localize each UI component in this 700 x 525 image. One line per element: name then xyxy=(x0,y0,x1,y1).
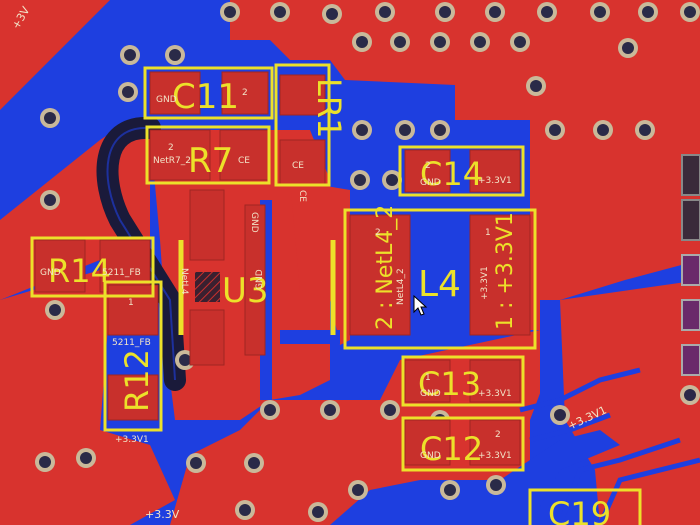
via-hole xyxy=(549,124,561,136)
r12-pad1-net: 5211_FB xyxy=(112,338,151,348)
l4-left-small: NetL4_2 xyxy=(396,268,406,305)
dark-trace-edge xyxy=(106,126,176,381)
via-hole xyxy=(122,86,134,98)
blue-traces xyxy=(519,367,700,525)
via-hole xyxy=(490,479,502,491)
lr1-net-vertical: CE xyxy=(297,190,307,202)
c13-pad-num: 1 xyxy=(425,373,431,383)
lr1-net: CE xyxy=(292,161,304,171)
via-hole xyxy=(248,457,260,469)
edge-pads xyxy=(681,154,700,376)
via-hole xyxy=(190,457,202,469)
via-hole xyxy=(44,194,56,206)
silkscreen-outlines xyxy=(30,63,642,525)
via-hole xyxy=(399,124,411,136)
l4-ref: L4 xyxy=(418,264,461,305)
via-hole xyxy=(356,36,368,48)
l4-right-small: +3.3V1 xyxy=(480,266,490,300)
u3-pin1-hatched-pad xyxy=(195,272,220,302)
c12-pad-num: 2 xyxy=(495,430,501,440)
via-hole xyxy=(541,6,553,18)
via-hole xyxy=(444,484,456,496)
via-hole xyxy=(39,456,51,468)
c14-pad2-net: +3.3V1 xyxy=(478,176,512,186)
via-hole xyxy=(597,124,609,136)
r14-pad1-net: GND xyxy=(40,268,61,278)
via-hole xyxy=(239,504,251,516)
l4-pad-num-left: 2 xyxy=(375,228,381,238)
via-hole xyxy=(394,36,406,48)
via-hole xyxy=(264,404,276,416)
lr1-ref: LR1 xyxy=(310,78,348,138)
c12-ref: C12 xyxy=(420,430,483,468)
c14-ref: C14 xyxy=(420,155,483,193)
r7-pad-num: 2 xyxy=(168,143,174,153)
via-hole xyxy=(434,36,446,48)
via-hole xyxy=(49,304,61,316)
via-hole xyxy=(44,112,56,124)
component-pads xyxy=(34,71,531,466)
c19-ref: C19 xyxy=(548,495,611,525)
l4-left-label: 2 : NetL4_2 xyxy=(373,205,398,330)
via-hole xyxy=(312,506,324,518)
via-hole xyxy=(474,36,486,48)
via-hole xyxy=(514,36,526,48)
c11-pad1-net: GND xyxy=(156,95,177,105)
c14-pad1-net: GND xyxy=(420,178,441,188)
l4-pad-num-right: 1 xyxy=(485,228,491,238)
via-hole xyxy=(554,409,566,421)
via-hole xyxy=(326,8,338,20)
u3-pin-c: GND xyxy=(255,269,265,290)
via-hole xyxy=(642,6,654,18)
r12-ref: R12 xyxy=(118,349,156,412)
l4-right-label: 1 : +3.3V1 xyxy=(493,212,518,330)
via-hole xyxy=(179,354,191,366)
c14-pad-num: 2 xyxy=(425,161,431,171)
via-hole xyxy=(439,6,451,18)
mouse-cursor-icon xyxy=(413,294,428,316)
via-hole xyxy=(379,6,391,18)
c13-pad2-net: +3.3V1 xyxy=(478,389,512,399)
u3-ref: U3 xyxy=(222,271,269,311)
via-hole xyxy=(386,174,398,186)
via-hole xyxy=(124,49,136,61)
via-hole xyxy=(530,80,542,92)
via-hole xyxy=(352,484,364,496)
c13-ref: C13 xyxy=(418,365,481,403)
via-hole xyxy=(169,49,181,61)
c13-pad1-net: GND xyxy=(420,389,441,399)
r14-ref: R14 xyxy=(48,252,111,290)
c11-pad2-num: 2 xyxy=(242,88,248,98)
via-hole xyxy=(224,6,236,18)
via-hole xyxy=(594,6,606,18)
via-hole xyxy=(489,6,501,18)
via-hole xyxy=(684,6,696,18)
via-hole xyxy=(639,124,651,136)
r12-pad-num: 1 xyxy=(128,298,134,308)
via-hole xyxy=(434,124,446,136)
c12-pad1-net: GND xyxy=(420,451,441,461)
via-hole xyxy=(356,124,368,136)
via-hole xyxy=(80,452,92,464)
c12-pad2-net: +3.3V1 xyxy=(478,451,512,461)
via-hole xyxy=(384,404,396,416)
via-hole xyxy=(324,404,336,416)
r7-ref: R7 xyxy=(188,141,233,181)
net-label-bottom-left: +3.3V xyxy=(145,508,180,521)
r14-pad2-net: 5211_FB xyxy=(102,268,141,278)
r7-pad1-net: NetR7_2 xyxy=(153,156,191,166)
via-hole xyxy=(622,42,634,54)
via-hole xyxy=(684,389,696,401)
via-hole xyxy=(274,6,286,18)
r12-pad2-net: +3.3V1 xyxy=(115,435,149,445)
u3-pin-a: NetL4 xyxy=(179,268,189,295)
r7-pad2-net: CE xyxy=(238,156,250,166)
c11-ref: C11 xyxy=(172,77,239,117)
u3-pin-b: GND xyxy=(249,212,259,233)
via-hole xyxy=(354,174,366,186)
